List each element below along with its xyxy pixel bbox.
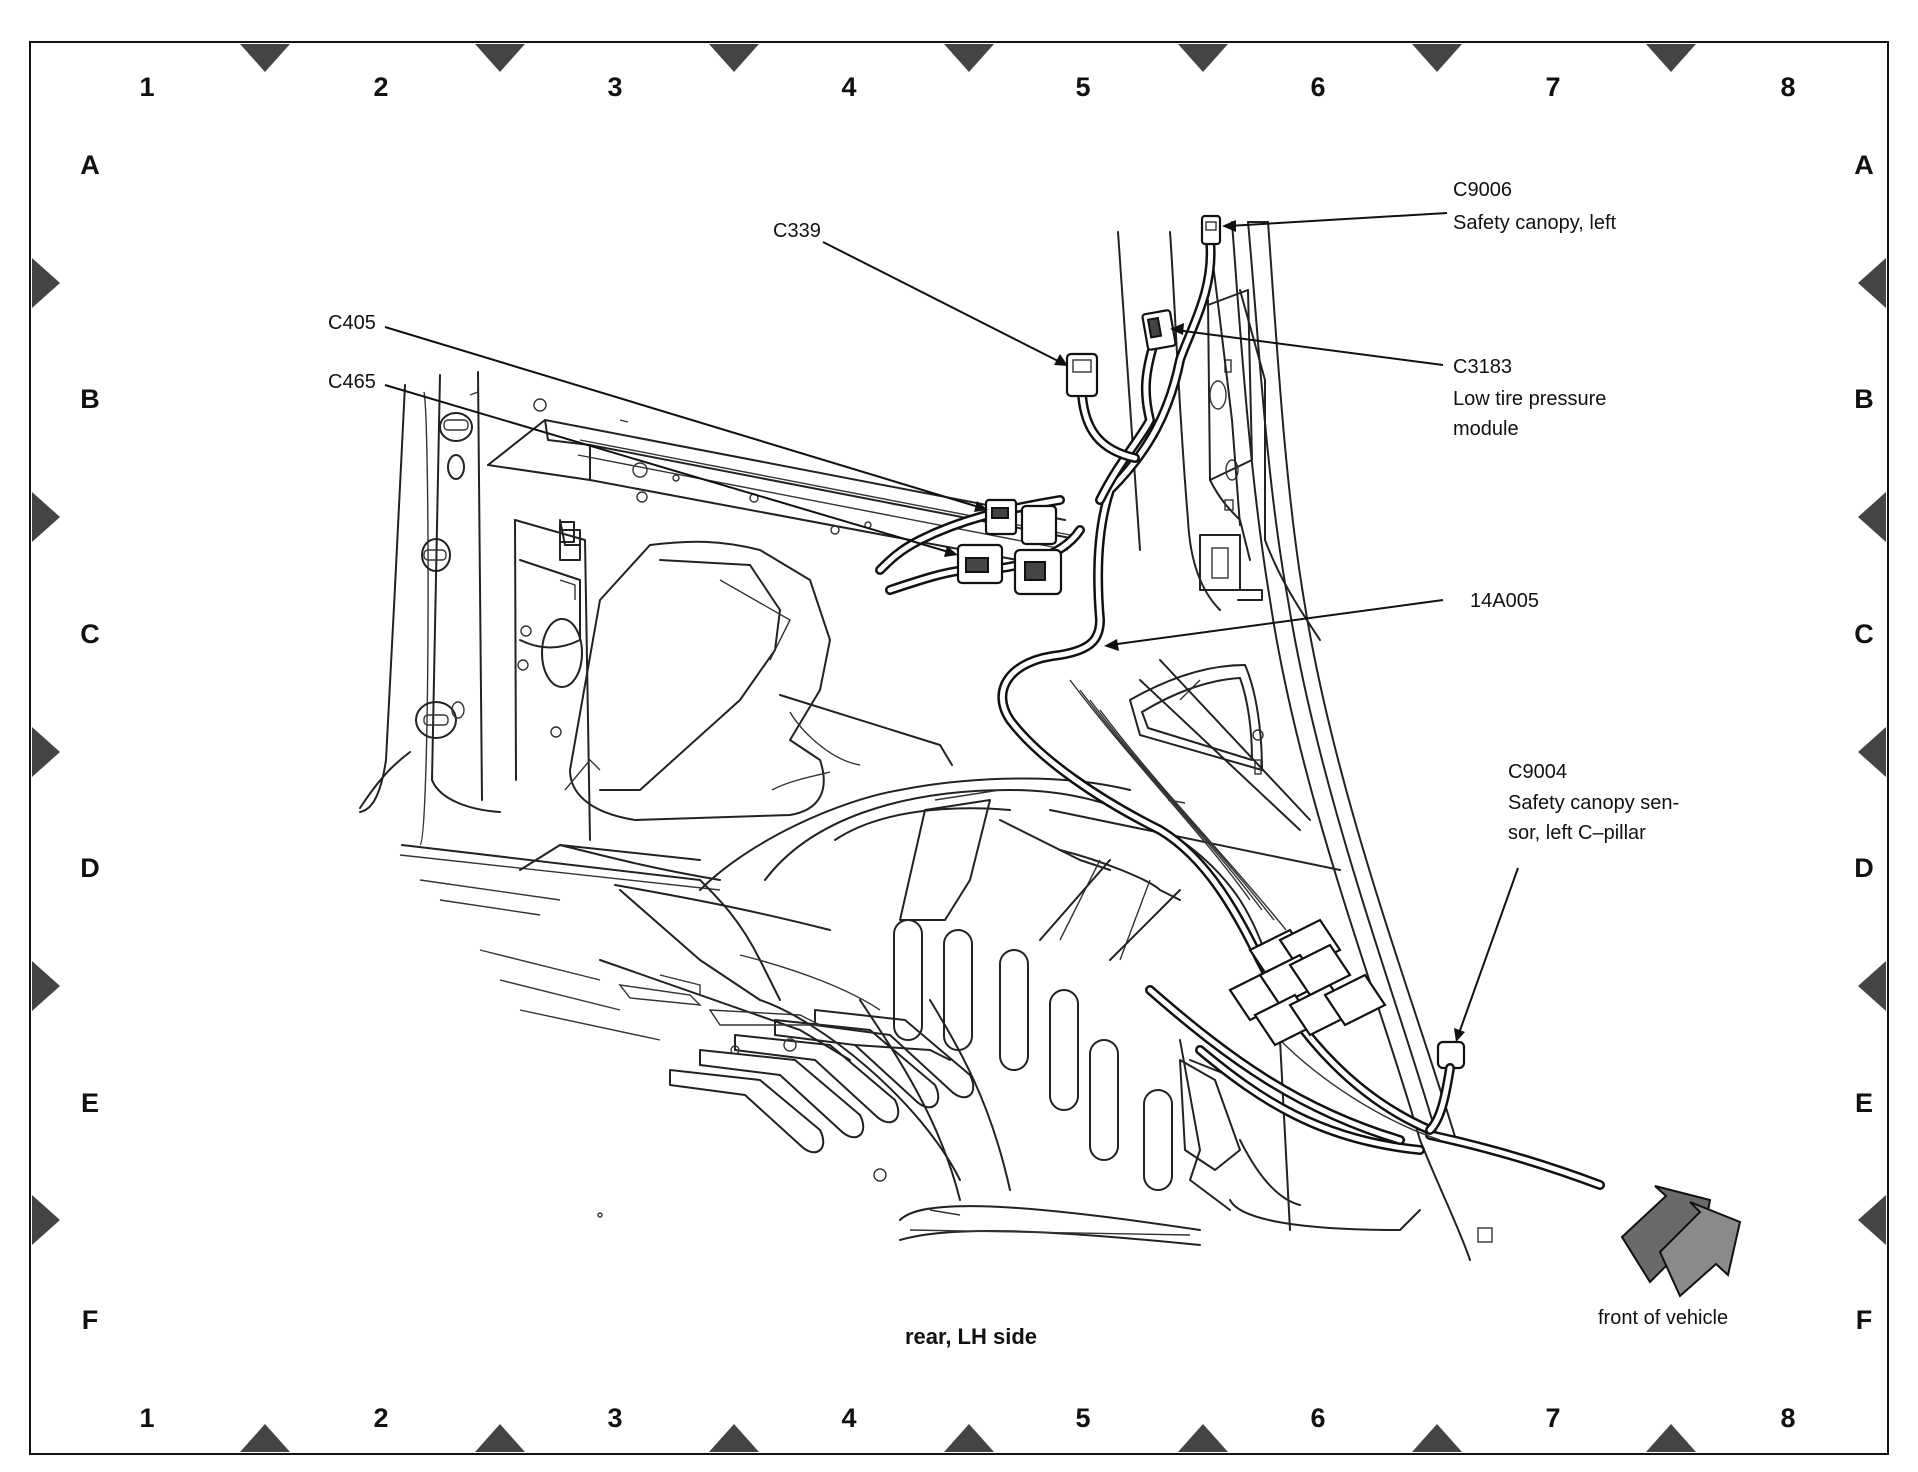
c339-connector bbox=[1065, 352, 1099, 398]
14a005-id: 14A005 bbox=[1470, 590, 1539, 612]
callouts: C9006 Safety canopy, left C339 C405 C465… bbox=[328, 179, 1679, 844]
c9004-connector bbox=[1425, 1040, 1466, 1135]
front-of-vehicle-label: front of vehicle bbox=[1598, 1307, 1728, 1329]
grid-marker-right-2 bbox=[1858, 492, 1886, 542]
grid-col-7-top: 7 bbox=[1545, 72, 1560, 102]
grid-row-a-left: A bbox=[80, 150, 100, 180]
grid-marker-top-3 bbox=[709, 44, 759, 72]
grid-marker-top-2 bbox=[475, 44, 525, 72]
grid-marker-bottom-1 bbox=[240, 1424, 290, 1452]
front-of-vehicle-arrow bbox=[1620, 1185, 1742, 1298]
grid-col-3-top: 3 bbox=[607, 72, 622, 102]
grid-marker-top-6 bbox=[1412, 44, 1462, 72]
grid-marker-top-4 bbox=[944, 44, 994, 72]
grid-row-f-right: F bbox=[1856, 1305, 1873, 1335]
grid-marker-left-1 bbox=[32, 258, 60, 308]
vehicle-body-drawing bbox=[359, 221, 1493, 1261]
grid-columns-top: 1 2 3 4 5 6 7 8 bbox=[139, 72, 1795, 102]
grid-marker-bottom-6 bbox=[1412, 1424, 1462, 1452]
c465-leader bbox=[384, 384, 953, 554]
grid-row-a-right: A bbox=[1854, 150, 1874, 180]
grid-row-f-left: F bbox=[82, 1305, 99, 1335]
grid-marker-right-3 bbox=[1858, 727, 1886, 777]
c9006-id: C9006 bbox=[1453, 179, 1512, 201]
grid-marker-bottom-4 bbox=[944, 1424, 994, 1452]
grid-col-4-bottom: 4 bbox=[841, 1403, 856, 1433]
grid-row-e-right: E bbox=[1855, 1088, 1873, 1118]
grid-col-2-bottom: 2 bbox=[373, 1403, 388, 1433]
grid-markers-top bbox=[240, 44, 1696, 72]
grid-marker-left-5 bbox=[32, 1195, 60, 1245]
c3183-desc-line1: Low tire pressure bbox=[1453, 388, 1606, 410]
c405-leader bbox=[384, 326, 983, 509]
grid-col-8-top: 8 bbox=[1780, 72, 1795, 102]
grid-col-7-bottom: 7 bbox=[1545, 1403, 1560, 1433]
grid-marker-left-4 bbox=[32, 961, 60, 1011]
grid-col-5-bottom: 5 bbox=[1075, 1403, 1090, 1433]
grid-marker-bottom-5 bbox=[1178, 1424, 1228, 1452]
diagram-frame bbox=[29, 41, 1889, 1455]
grid-row-d-left: D bbox=[80, 853, 100, 883]
c9006-leader bbox=[1227, 212, 1448, 227]
grid-marker-top-7 bbox=[1646, 44, 1696, 72]
grid-col-3-bottom: 3 bbox=[607, 1403, 622, 1433]
grid-markers-left bbox=[32, 258, 60, 1245]
c9006-desc: Safety canopy, left bbox=[1453, 212, 1617, 234]
grid-rows-right: A B C D E F bbox=[1854, 150, 1874, 1335]
harness-clips bbox=[1228, 918, 1387, 1047]
grid-marker-bottom-3 bbox=[709, 1424, 759, 1452]
grid-marker-bottom-2 bbox=[475, 1424, 525, 1452]
c465-connector bbox=[956, 543, 1063, 596]
grid-marker-top-1 bbox=[240, 44, 290, 72]
grid-row-d-right: D bbox=[1854, 853, 1874, 883]
grid-marker-right-1 bbox=[1858, 258, 1886, 308]
c9004-desc-line1: Safety canopy sen- bbox=[1508, 792, 1679, 814]
c3183-connector bbox=[1141, 309, 1177, 351]
grid-marker-right-4 bbox=[1858, 961, 1886, 1011]
floor-ribs bbox=[597, 974, 975, 1218]
c339-id: C339 bbox=[773, 220, 821, 242]
grid-col-2-top: 2 bbox=[373, 72, 388, 102]
c9004-id: C9004 bbox=[1508, 761, 1567, 783]
14a005-leader bbox=[1109, 599, 1444, 646]
grid-row-b-right: B bbox=[1854, 384, 1874, 414]
c9004-leader bbox=[1457, 867, 1519, 1037]
grid-col-8-bottom: 8 bbox=[1780, 1403, 1795, 1433]
wheelhouse-ribs bbox=[893, 919, 1173, 1191]
grid-markers-bottom bbox=[240, 1424, 1696, 1452]
grid-col-6-bottom: 6 bbox=[1310, 1403, 1325, 1433]
grid-marker-right-5 bbox=[1858, 1195, 1886, 1245]
c9004-desc-line2: sor, left C–pillar bbox=[1508, 822, 1646, 844]
c3183-leader bbox=[1175, 329, 1444, 366]
grid-col-5-top: 5 bbox=[1075, 72, 1090, 102]
c339-leader bbox=[822, 241, 1063, 364]
wiring-harness bbox=[875, 235, 1605, 1190]
grid-rows-left: A B C D E F bbox=[80, 150, 100, 1335]
leader-lines bbox=[384, 212, 1519, 1042]
grid-markers-right bbox=[1858, 258, 1886, 1245]
grid-marker-bottom-7 bbox=[1646, 1424, 1696, 1452]
grid-marker-left-3 bbox=[32, 727, 60, 777]
c9006-connector bbox=[1200, 214, 1222, 246]
c465-id: C465 bbox=[328, 371, 376, 393]
diagram-caption: rear, LH side bbox=[905, 1324, 1037, 1349]
c405-connector bbox=[984, 498, 1058, 546]
grid-marker-left-2 bbox=[32, 492, 60, 542]
grid-col-6-top: 6 bbox=[1310, 72, 1325, 102]
grid-col-4-top: 4 bbox=[841, 72, 856, 102]
grid-row-c-left: C bbox=[80, 619, 100, 649]
grid-col-1-top: 1 bbox=[139, 72, 154, 102]
grid-row-e-left: E bbox=[81, 1088, 99, 1118]
grid-columns-bottom: 1 2 3 4 5 6 7 8 bbox=[139, 1403, 1795, 1433]
grid-col-1-bottom: 1 bbox=[139, 1403, 154, 1433]
c405-id: C405 bbox=[328, 312, 376, 334]
c3183-desc-line2: module bbox=[1453, 418, 1519, 440]
grid-row-c-right: C bbox=[1854, 619, 1874, 649]
grid-row-b-left: B bbox=[80, 384, 100, 414]
c3183-id: C3183 bbox=[1453, 356, 1512, 378]
grid-marker-top-5 bbox=[1178, 44, 1228, 72]
